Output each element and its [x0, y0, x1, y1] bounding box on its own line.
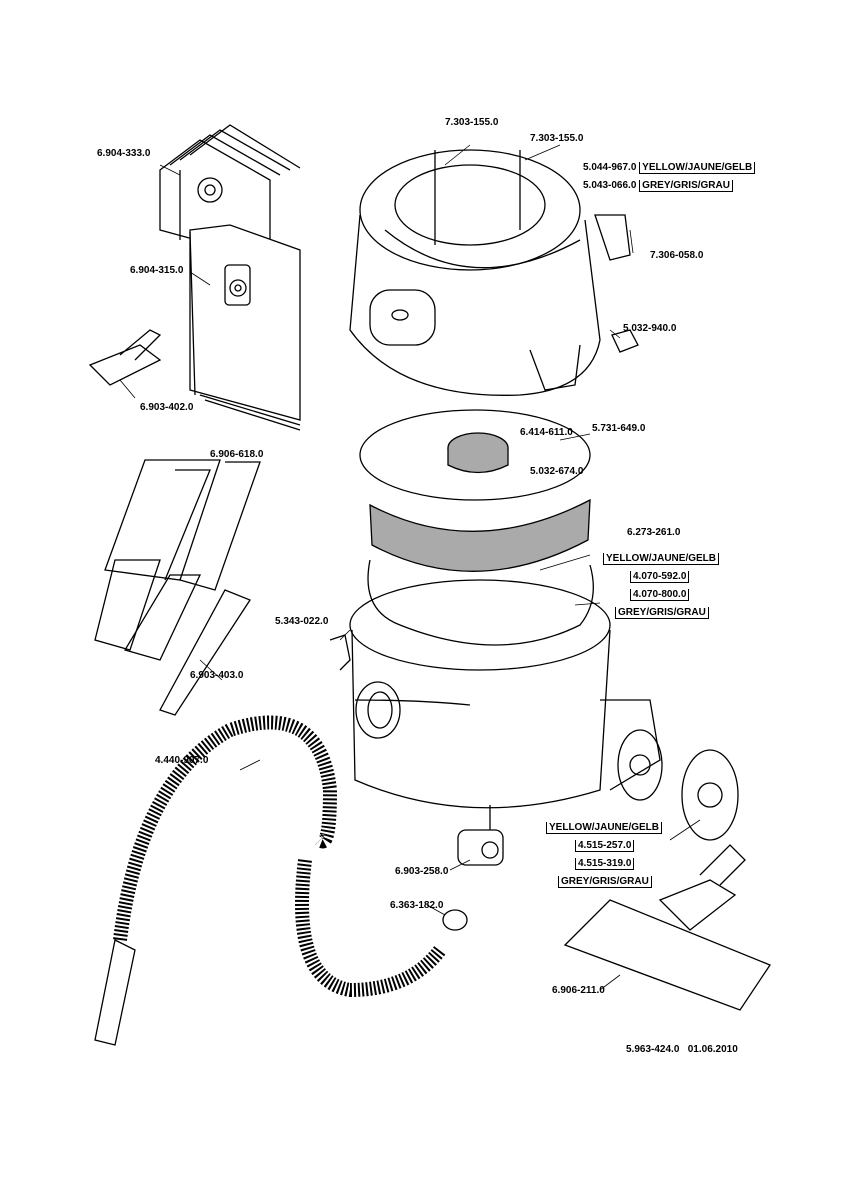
switch-drawing [594, 214, 631, 261]
color-yellow: YELLOW/JAUNE/GELB [639, 162, 756, 174]
part-label-filter-bags-b: 6.904-315.0 [130, 265, 184, 276]
color-label-wheel-grey: GREY/GRIS/GRAU [558, 876, 652, 888]
filter-bags-b-drawing [189, 224, 301, 431]
o-ring-drawing [442, 909, 468, 931]
color-label-container-yellow: YELLOW/JAUNE/GELB [603, 553, 720, 565]
part-label-switch-yellow: 5.044-967.0 YELLOW/JAUNE/GELB [583, 162, 756, 174]
part-label-filter-bags-a: 6.904-333.0 [97, 148, 151, 159]
castor-drawing [457, 805, 504, 866]
part-number: 4.070-592.0 [630, 571, 690, 583]
part-label-container-grey: 4.070-800.0 [630, 589, 690, 601]
part-label-hose: 4.440-907.0 [155, 755, 209, 766]
leader-lines [119, 144, 701, 991]
color-grey: GREY/GRIS/GRAU [639, 180, 733, 192]
part-number: 4.515-257.0 [575, 840, 635, 852]
color-label-container-grey: GREY/GRIS/GRAU [615, 607, 709, 619]
hose-drawing [113, 715, 446, 998]
wheel-drawing [617, 729, 739, 841]
part-label-float: 5.032-674.0 [530, 466, 584, 477]
part-label-filter-ring: 6.273-261.0 [627, 527, 681, 538]
color-grey: GREY/GRIS/GRAU [558, 876, 652, 888]
part-label-container-yellow: 4.070-592.0 [630, 571, 690, 583]
part-label-foam-filter: 6.414-611.0 [520, 427, 573, 438]
part-label-upholstery-nozzle: 6.903-402.0 [140, 402, 194, 413]
hose-handle-drawing [94, 939, 136, 1046]
part-label-castor: 6.903-258.0 [395, 866, 449, 877]
footer-doc-info: 5.963-424.0 01.06.2010 [626, 1044, 738, 1056]
filter-basket-drawing [359, 409, 591, 572]
floor-nozzle-drawing [563, 844, 771, 1011]
doc-date: 01.06.2010 [687, 1044, 738, 1055]
part-label-screw-left: 7.303-155.0 [445, 117, 499, 128]
part-label-clip: 5.343-022.0 [275, 616, 329, 627]
upholstery-nozzle-drawing [88, 329, 162, 386]
part-number: 5.044-967.0 [583, 162, 637, 173]
part-label-screw-small: 7.306-058.0 [650, 250, 704, 261]
motor-head-drawing [349, 149, 601, 396]
screws-drawing [434, 150, 521, 245]
part-label-switch-grey: 5.043-066.0 GREY/GRIS/GRAU [583, 180, 733, 192]
color-yellow: YELLOW/JAUNE/GELB [546, 822, 663, 834]
part-number: 5.043-066.0 [583, 180, 637, 191]
part-label-floor-nozzle: 6.906-211.0 [552, 985, 605, 996]
part-label-screw-right: 7.303-155.0 [530, 133, 584, 144]
part-label-filter-basket: 5.731-649.0 [592, 423, 646, 434]
container-drawing [349, 579, 661, 809]
part-label-wheel-yellow: 4.515-257.0 [575, 840, 635, 852]
color-yellow: YELLOW/JAUNE/GELB [603, 553, 720, 565]
part-label-crevice-nozzle: 6.903-403.0 [190, 670, 244, 681]
part-label-o-ring: 6.363-182.0 [390, 900, 444, 911]
clip-drawing [329, 634, 351, 671]
color-grey: GREY/GRIS/GRAU [615, 607, 709, 619]
part-label-wheel-grey: 4.515-319.0 [575, 858, 635, 870]
part-number: 4.070-800.0 [630, 589, 690, 601]
crevice-nozzle-drawing [159, 589, 251, 716]
part-label-knob: 5.032-940.0 [623, 323, 677, 334]
color-label-wheel-yellow: YELLOW/JAUNE/GELB [546, 822, 663, 834]
part-label-suction-tubes: 6.906-618.0 [210, 449, 264, 460]
part-number: 4.515-319.0 [575, 858, 635, 870]
doc-number: 5.963-424.0 [626, 1044, 680, 1055]
knob-drawing [611, 329, 639, 353]
filter-ring-drawing [367, 559, 594, 646]
